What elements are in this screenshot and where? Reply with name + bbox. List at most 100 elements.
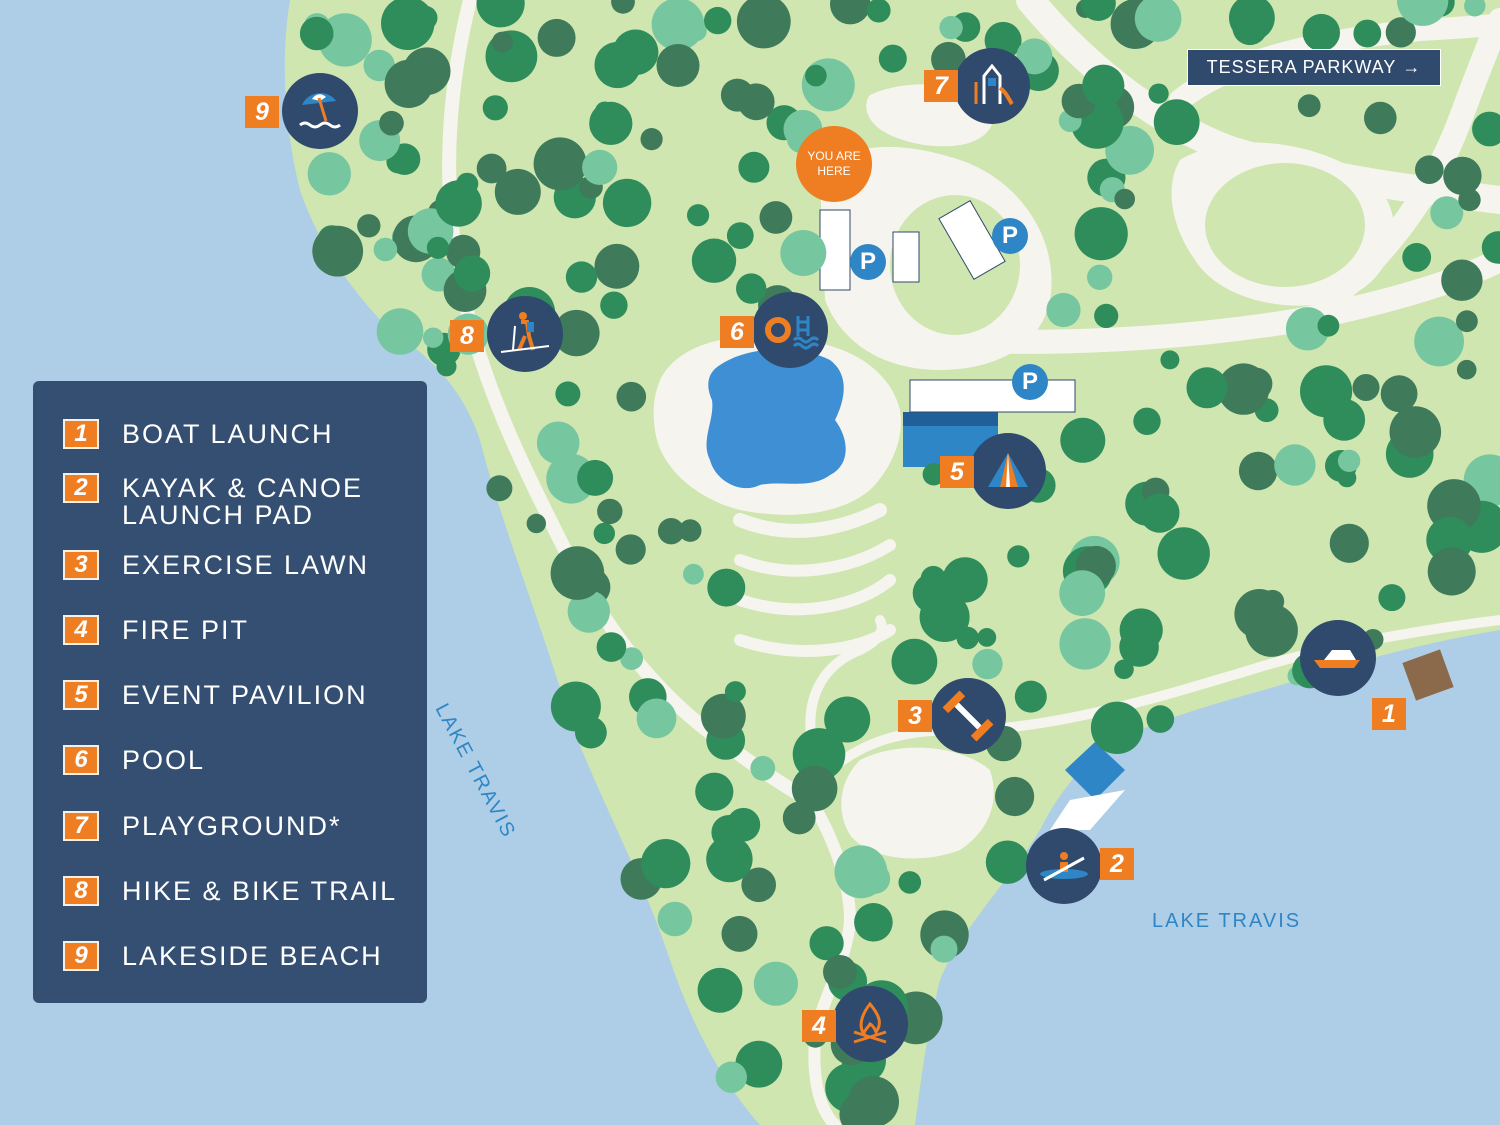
tree	[750, 755, 776, 781]
tree	[759, 201, 793, 234]
tree	[1074, 207, 1128, 261]
tree	[898, 871, 922, 894]
tree	[1148, 83, 1169, 104]
poi-kayak-launch[interactable]	[1026, 828, 1102, 904]
tree	[494, 168, 541, 215]
tree	[1285, 307, 1330, 351]
poi-exercise-lawn[interactable]	[930, 678, 1006, 754]
poi-event-pavilion[interactable]	[970, 433, 1046, 509]
parking-marker[interactable]: P	[992, 218, 1028, 254]
tree	[995, 776, 1035, 817]
poi-pool[interactable]	[752, 292, 828, 368]
tree	[1329, 523, 1369, 563]
parking-marker[interactable]: P	[1012, 364, 1048, 400]
boat-icon	[1314, 650, 1360, 668]
tree	[1059, 570, 1106, 616]
tree	[1261, 589, 1285, 614]
trees	[299, 0, 1500, 1125]
tree	[1119, 627, 1159, 667]
tree	[379, 110, 404, 136]
tree	[299, 16, 334, 51]
tree	[1415, 155, 1444, 184]
tree	[312, 225, 364, 277]
tree	[791, 765, 838, 812]
tree	[1456, 359, 1477, 380]
tree	[1087, 264, 1113, 290]
tree	[526, 513, 546, 534]
poi-boat-launch[interactable]	[1300, 620, 1376, 696]
tree	[636, 698, 677, 739]
legend-number: 3	[63, 550, 99, 580]
tree	[736, 0, 791, 49]
road-sign-tessera-parkway[interactable]: TESSERA PARKWAY →	[1187, 49, 1441, 86]
tree	[1378, 584, 1406, 612]
poi-fire-pit[interactable]	[832, 986, 908, 1062]
legend-label: LAKESIDE BEACH	[122, 941, 383, 971]
tree	[1153, 99, 1200, 145]
playground-icon	[974, 63, 1014, 106]
tree	[1464, 0, 1486, 17]
tree	[620, 647, 643, 670]
tree	[919, 592, 970, 642]
parking-marker[interactable]: P	[850, 244, 886, 280]
tree	[612, 29, 659, 76]
legend-panel: 1 BOAT LAUNCH 2 KAYAK & CANOE LAUNCH PAD…	[33, 381, 427, 1003]
tree	[357, 214, 381, 238]
legend-label: KAYAK & CANOE LAUNCH PAD	[122, 473, 364, 530]
poi-lakeside-beach[interactable]	[282, 73, 358, 149]
legend-number: 6	[63, 745, 99, 775]
tree	[1353, 19, 1382, 48]
tree	[1274, 444, 1316, 486]
tree	[597, 498, 623, 525]
tree	[533, 137, 587, 191]
legend-number: 2	[63, 473, 99, 503]
tree	[939, 564, 978, 602]
legend-label: HIKE & BIKE TRAIL	[122, 876, 398, 906]
tree	[476, 153, 507, 184]
poi-number: 3	[898, 700, 932, 732]
legend-item-pool[interactable]: 6 POOL	[63, 745, 402, 775]
tree	[1060, 417, 1106, 463]
tree	[1090, 701, 1144, 754]
tree	[1046, 292, 1081, 328]
tree	[922, 463, 945, 486]
tree	[695, 772, 734, 811]
poi-playground[interactable]	[954, 48, 1030, 124]
tree	[600, 291, 628, 319]
tree	[715, 1061, 747, 1093]
tree	[1082, 64, 1125, 107]
legend-item-lakeside-beach[interactable]: 9 LAKESIDE BEACH	[63, 941, 402, 971]
legend-item-playground[interactable]: 7 PLAYGROUND*	[63, 811, 402, 841]
legend-item-event-pavilion[interactable]: 5 EVENT PAVILION	[63, 680, 402, 710]
tree	[1134, 0, 1182, 42]
tree	[741, 867, 776, 903]
tree	[1114, 659, 1134, 680]
tree	[931, 41, 966, 77]
tree	[823, 955, 857, 989]
legend-number: 1	[63, 419, 99, 449]
tree	[486, 475, 513, 502]
tree	[615, 534, 646, 565]
tree	[1402, 243, 1432, 272]
poi-number: 4	[802, 1010, 836, 1042]
tree	[657, 518, 685, 545]
tree	[602, 178, 652, 228]
tree	[373, 237, 398, 262]
legend-item-boat-launch[interactable]: 1 BOAT LAUNCH	[63, 419, 402, 449]
poi-number: 1	[1372, 698, 1406, 730]
legend-item-kayak-canoe[interactable]: 2 KAYAK & CANOE LAUNCH PAD	[63, 473, 402, 529]
legend-item-exercise-lawn[interactable]: 3 EXERCISE LAWN	[63, 550, 402, 580]
tree	[1427, 547, 1476, 596]
legend-item-fire-pit[interactable]: 4 FIRE PIT	[63, 615, 402, 645]
tree	[1157, 527, 1210, 580]
poi-number: 5	[940, 456, 974, 488]
tree	[801, 58, 855, 112]
tree	[1352, 374, 1380, 401]
legend-label: FIRE PIT	[122, 615, 250, 645]
legend-number: 8	[63, 876, 99, 906]
legend-item-hike-bike-trail[interactable]: 8 HIKE & BIKE TRAIL	[63, 876, 402, 906]
poi-hike-bike-trail[interactable]	[487, 296, 563, 372]
tree	[724, 681, 746, 703]
tree	[1080, 0, 1116, 21]
legend-number: 9	[63, 941, 99, 971]
